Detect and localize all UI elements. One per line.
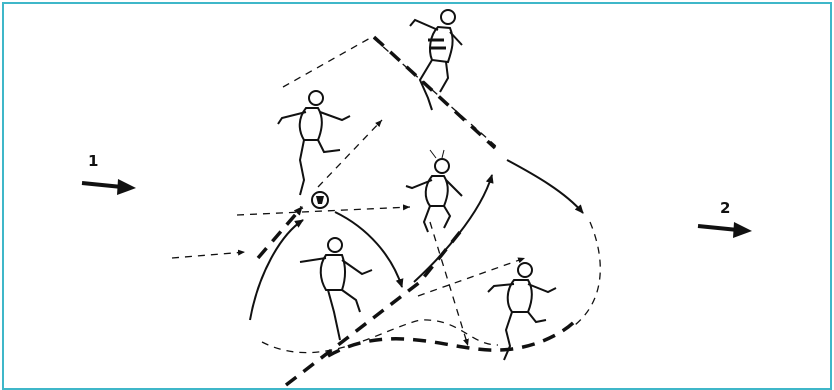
player-figure-top (410, 10, 462, 110)
end-label: 2 (720, 199, 730, 217)
direction-arrow-1 (82, 179, 136, 195)
direction-arrow-2 (698, 222, 752, 238)
player-figure-upper-left (278, 91, 350, 195)
player-figure-lower-left (300, 238, 372, 340)
start-label: 1 (88, 152, 98, 170)
pass-lines (172, 37, 600, 353)
player-runs (250, 160, 583, 320)
ball-icon (312, 192, 328, 208)
dribble-runs (258, 37, 578, 385)
player-figure-center (406, 150, 462, 232)
player-figure-lower-right (488, 263, 556, 360)
